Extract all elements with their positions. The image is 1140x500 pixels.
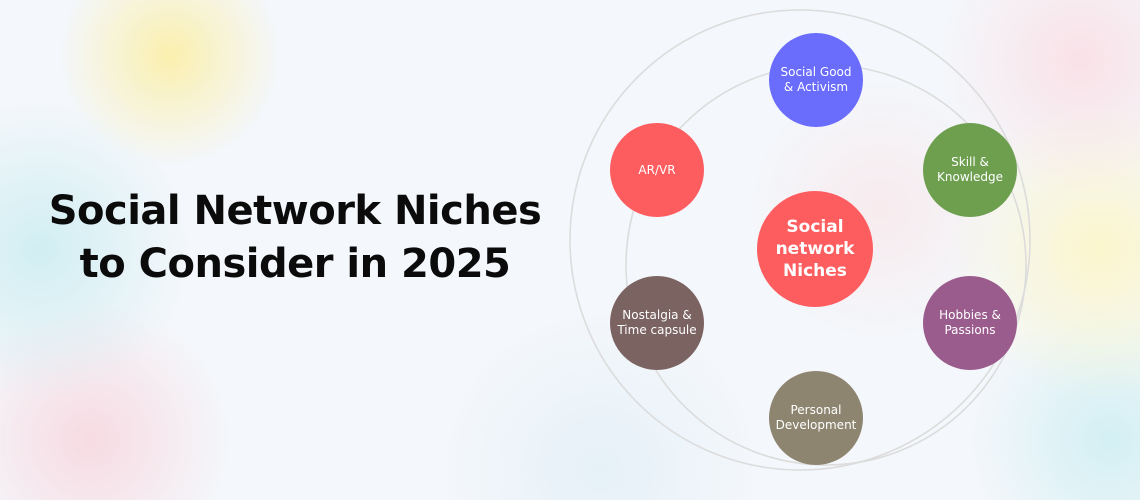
niche-label: Hobbies & Passions — [939, 308, 1001, 337]
page-title: Social Network Niches to Consider in 202… — [48, 188, 542, 287]
niche-hobbies-passions-node: Hobbies & Passions — [923, 276, 1017, 370]
niche-label: Skill & Knowledge — [937, 155, 1003, 184]
niche-skill-knowledge-node: Skill & Knowledge — [923, 123, 1017, 217]
outer-ring — [569, 9, 1031, 471]
niche-label: Nostalgia & Time capsule — [617, 308, 697, 337]
niche-nostalgia-node: Nostalgia & Time capsule — [610, 276, 704, 370]
niche-label: Personal Development — [775, 403, 857, 432]
niche-label: AR/VR — [638, 162, 676, 177]
niche-personal-development-node: Personal Development — [769, 371, 863, 465]
niche-label: Social Good & Activism — [780, 65, 852, 94]
niche-ar-vr-node: AR/VR — [610, 123, 704, 217]
center-niches-label: Social network Niches — [775, 217, 855, 281]
center-niches-node: Social network Niches — [757, 191, 873, 307]
niche-social-good-node: Social Good & Activism — [769, 33, 863, 127]
